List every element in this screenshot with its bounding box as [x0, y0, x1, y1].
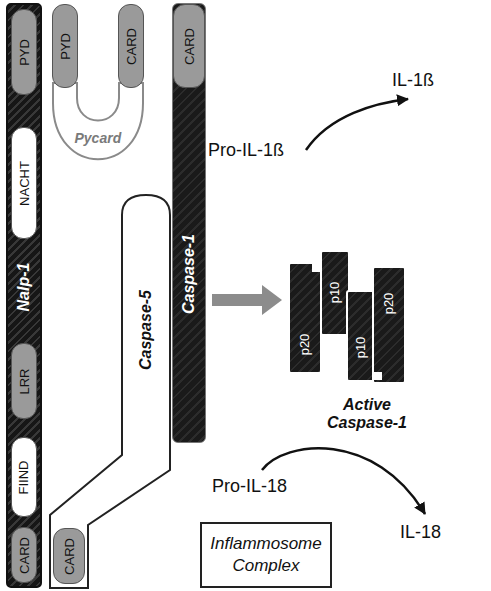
protein-bar: Nalp-1 PYD NACHT LRR FIIND CARD [6, 3, 42, 588]
domain-box: LRR [11, 343, 37, 419]
adaptor-shape: Pycard PYD CARD [48, 3, 148, 168]
domain-label: p10 [353, 336, 368, 358]
domain-label: CARD [61, 538, 76, 575]
protein-shape: Caspase-5CARD [48, 190, 172, 590]
domain-label: CARD [16, 537, 31, 574]
domain-label: Caspase-5 [137, 290, 155, 370]
outline-path [53, 83, 143, 159]
domain-label: LRR [17, 368, 32, 394]
notch [374, 372, 382, 380]
domain-label: Caspase-1 [180, 234, 198, 314]
domain-label: CARD [181, 28, 196, 65]
domain-box: CARD [118, 4, 144, 88]
domain-label: PYD [57, 33, 72, 60]
molecule-label: IL-1ß [392, 70, 434, 91]
domain-label: NACHT [16, 161, 31, 206]
domain-label: PYD [16, 39, 31, 66]
domain-label: FIIND [16, 460, 31, 494]
domain-label: p20 [297, 333, 312, 355]
domain-label: Nalp-1 [15, 263, 33, 312]
cleavage-arrow [306, 99, 408, 150]
box-label: Inflammosome Complex [202, 526, 330, 584]
domain-box: CARD [53, 528, 85, 584]
notch [312, 264, 320, 272]
domain-box: NACHT [11, 127, 37, 239]
activation-arrow [212, 285, 282, 315]
box-label: Pycard [75, 130, 122, 146]
outline-path [50, 195, 170, 588]
molecule-label: Active Caspase-1 [322, 396, 412, 432]
molecule-label: Pro-IL-18 [212, 476, 287, 497]
caption-box: Inflammosome Complex [200, 522, 332, 588]
domain-box: PYD [11, 9, 37, 95]
domain-box: PYD [52, 4, 78, 88]
molecule-label: IL-18 [400, 522, 441, 543]
domain-label: CARD [123, 28, 138, 65]
domain-box: CARD [173, 4, 205, 88]
subunit-block: p20 [372, 266, 406, 384]
molecule-label: Pro-IL-1ß [208, 140, 284, 161]
domain-box: CARD [11, 527, 37, 583]
subunit-block: p20 [288, 262, 322, 374]
domain-label: p20 [381, 292, 396, 314]
protein-bar: Caspase-1 CARD [172, 3, 206, 443]
domain-label: p10 [327, 281, 342, 303]
domain-box: FIIND [11, 437, 37, 517]
